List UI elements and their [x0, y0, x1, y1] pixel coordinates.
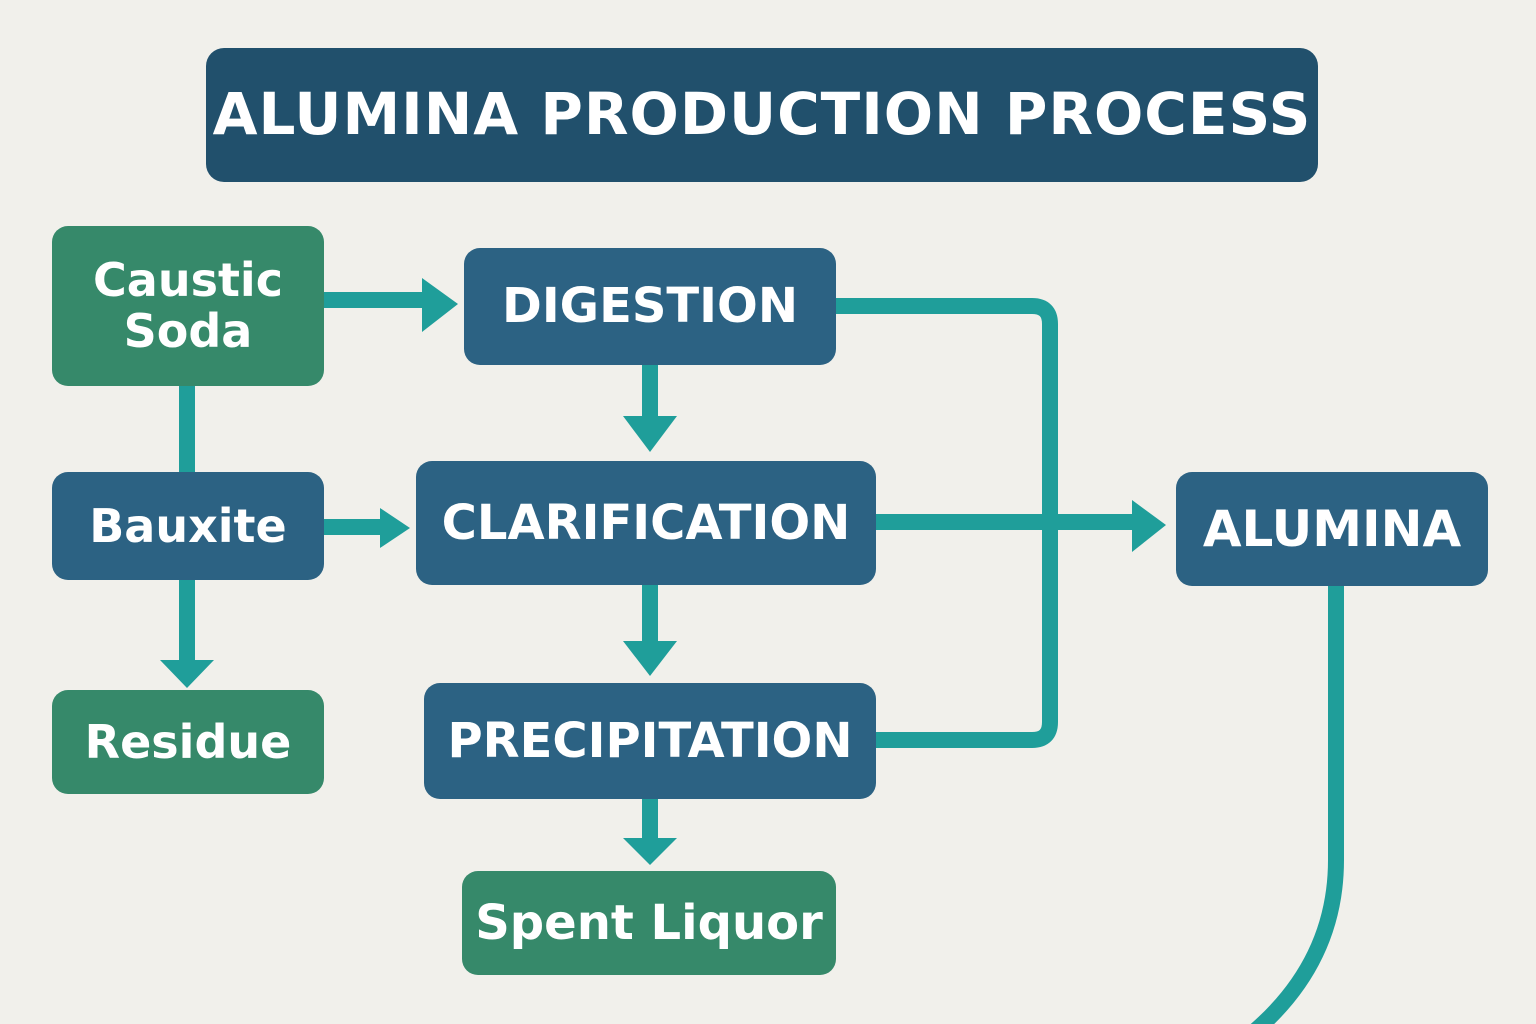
node-alumina[interactable]: ALUMINA	[1176, 472, 1488, 586]
arrowhead-to-precipitation	[623, 641, 677, 676]
arrowhead-to-residue	[160, 660, 214, 688]
node-clarification-label: CLARIFICATION	[441, 494, 851, 551]
node-bauxite[interactable]: Bauxite	[52, 472, 324, 580]
node-caustic-soda[interactable]: Caustic Soda	[52, 226, 324, 386]
page-title: ALUMINA PRODUCTION PROCESS	[206, 48, 1318, 182]
node-precipitation[interactable]: PRECIPITATION	[424, 683, 876, 799]
arrowhead-to-clarification-top	[623, 416, 677, 452]
node-residue[interactable]: Residue	[52, 690, 324, 794]
node-clarification[interactable]: CLARIFICATION	[416, 461, 876, 585]
node-caustic-soda-label: Caustic Soda	[93, 253, 283, 358]
node-precipitation-label: PRECIPITATION	[447, 712, 853, 769]
node-digestion[interactable]: DIGESTION	[464, 248, 836, 365]
node-digestion-label: DIGESTION	[501, 278, 799, 335]
edge-alumina-out	[1250, 586, 1344, 1024]
arrowhead-to-clarification-left	[380, 508, 410, 548]
arrowhead-to-spent	[623, 838, 677, 865]
arrowhead-to-digestion	[422, 278, 458, 332]
arrowhead-to-alumina	[1132, 500, 1166, 552]
page-title-text: ALUMINA PRODUCTION PROCESS	[212, 80, 1312, 149]
node-alumina-label: ALUMINA	[1202, 499, 1462, 558]
node-spent-liquor-label: Spent Liquor	[475, 894, 823, 951]
node-spent-liquor[interactable]: Spent Liquor	[462, 871, 836, 975]
node-residue-label: Residue	[84, 714, 292, 769]
node-bauxite-label: Bauxite	[89, 498, 287, 553]
